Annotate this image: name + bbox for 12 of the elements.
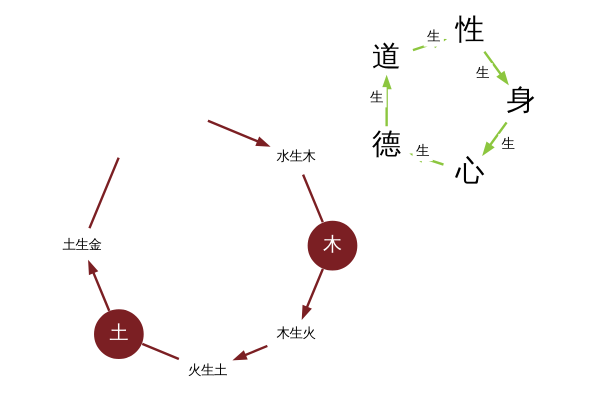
- node-text: 火生土: [187, 363, 226, 378]
- edge-label: 生: [369, 90, 382, 106]
- edge-label: 生: [475, 66, 488, 82]
- node-text: 木生火: [276, 326, 315, 342]
- node-text: 性: [454, 12, 484, 46]
- node-text: 水生木: [276, 150, 315, 165]
- edge-label: 生: [501, 136, 514, 152]
- node-text: 心: [454, 153, 484, 188]
- node-text: 身: [506, 82, 536, 117]
- node-text: 道: [372, 38, 401, 73]
- node-text: 德: [372, 126, 401, 160]
- node-text: 土生金: [62, 238, 102, 254]
